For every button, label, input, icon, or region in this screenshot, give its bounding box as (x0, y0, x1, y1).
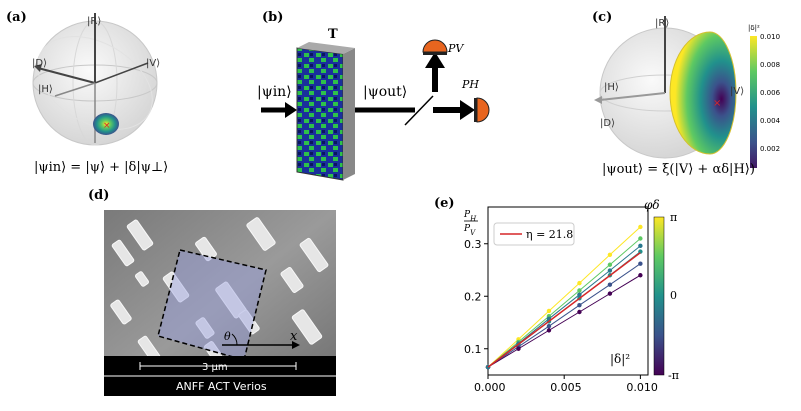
x-axis-label: x (290, 329, 298, 344)
data-point (638, 243, 643, 249)
bloch-sphere-a: × |R⟩ |D⟩ |V⟩ |H⟩ (32, 13, 160, 146)
data-point (577, 292, 582, 297)
x-tick-label: 0.000 (474, 381, 506, 394)
metasurface-setup: |ψin⟩ |ψout⟩ PV PH (257, 39, 490, 181)
ylabel-bottom: PV (463, 224, 476, 237)
series-line (487, 274, 641, 368)
svg-text:0.008: 0.008 (760, 61, 780, 69)
data-point (546, 308, 552, 314)
colorbar-c-title: |δ|² (748, 24, 760, 32)
panel-e-label: (e) (434, 196, 455, 211)
ket-V-c: |V⟩ (730, 86, 744, 97)
data-point (577, 302, 582, 308)
ket-D-c: |D⟩ (600, 118, 615, 129)
ket-R-c: |R⟩ (655, 18, 669, 29)
series-line (487, 238, 641, 368)
panel-d-label: (d) (88, 188, 110, 203)
svg-text:0.006: 0.006 (760, 89, 781, 97)
svg-text:0.010: 0.010 (760, 33, 780, 41)
data-point (607, 262, 613, 267)
svg-text:×: × (713, 98, 721, 109)
psi-out-label: |ψout⟩ (363, 84, 407, 100)
PV-label: PV (447, 42, 464, 55)
svg-text:0.004: 0.004 (760, 117, 781, 125)
data-point (546, 328, 552, 333)
data-point (607, 252, 613, 257)
equation-a: |ψin⟩ = |ψ⟩ + |δ|ψ⊥⟩ (34, 160, 169, 175)
x-tick-label: 0.005 (550, 381, 582, 394)
data-point (546, 323, 552, 329)
plot-frame (487, 206, 649, 376)
colorbar-c (750, 36, 757, 168)
ket-D-a: |D⟩ (32, 58, 47, 69)
transmission-label: T (328, 27, 338, 42)
series-line (487, 226, 641, 368)
data-point (638, 236, 643, 241)
data-point (577, 288, 582, 293)
colorbar-e-tick-mid: 0 (670, 289, 677, 302)
svg-text:×: × (103, 121, 111, 131)
psi-in-label: |ψin⟩ (257, 84, 292, 100)
panel-b-label: (b) (262, 10, 284, 25)
panel-c-label: (c) (592, 10, 613, 25)
data-point (516, 346, 521, 351)
data-point (638, 273, 643, 278)
data-point (577, 309, 582, 315)
PH-label: PH (461, 78, 479, 91)
colorbar-e-tick-bottom: -π (668, 369, 679, 382)
y-tick-label: 0.2 (464, 290, 482, 303)
legend-box (493, 222, 575, 246)
ket-H-c: |H⟩ (604, 82, 619, 93)
data-point (638, 224, 643, 230)
ket-R-a: |R⟩ (87, 16, 101, 27)
data-point (577, 280, 582, 286)
colorbar-e-tick-top: π (670, 211, 677, 224)
colorbar-e-title: φδ (644, 198, 660, 212)
y-tick-label: 0.1 (464, 343, 482, 356)
colorbar-e (653, 216, 665, 376)
bloch-sphere-c: × |R⟩ |H⟩ |D⟩ |V⟩ |δ|² 0.010 0.008 0.006… (594, 16, 781, 168)
data-point (638, 261, 643, 266)
sem-image: θ x 3 μm ANFF ACT Verios (104, 210, 336, 396)
series-line (487, 263, 641, 368)
y-tick-label: 0.3 (464, 238, 482, 251)
data-point (607, 268, 613, 273)
series-line (487, 245, 641, 368)
xlabel: |δ|² (610, 352, 630, 366)
legend-label: η = 21.8 (526, 228, 573, 241)
fit-line (487, 252, 641, 368)
data-point (607, 282, 613, 287)
x-tick-label: 0.010 (626, 381, 658, 394)
instrument-label: ANFF ACT Verios (176, 380, 267, 393)
state-spot-a (93, 113, 119, 135)
scale-bar-label: 3 μm (202, 362, 228, 373)
data-point (607, 291, 613, 296)
ket-H-a: |H⟩ (38, 84, 53, 95)
equation-c: |ψout⟩ = ξ(|V⟩ + αδ|H⟩) (602, 162, 755, 177)
svg-text:0.002: 0.002 (760, 145, 780, 153)
panel-a-label: (a) (6, 10, 27, 25)
theta-label: θ (224, 330, 231, 343)
ket-V-a: |V⟩ (146, 58, 160, 69)
